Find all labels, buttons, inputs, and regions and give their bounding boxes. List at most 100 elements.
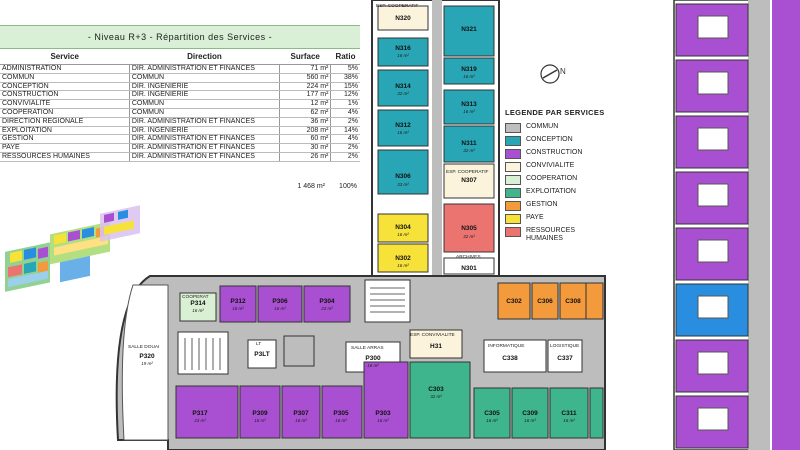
label-n304: N304 xyxy=(395,224,411,231)
legend-item: RESSOURCES HUMAINES xyxy=(505,227,625,242)
label-logistique: LOGISTIQUE xyxy=(550,343,579,349)
cell-ratio: 2% xyxy=(330,143,360,153)
room-p307 xyxy=(281,385,321,439)
label-c308: C308 xyxy=(565,298,581,305)
table-header-row: Service Direction Surface Ratio xyxy=(0,49,360,65)
table-title: - Niveau R+3 - Répartition des Services … xyxy=(0,25,360,49)
room-green-extra xyxy=(589,387,604,439)
room-c303 xyxy=(409,361,471,439)
cell-ratio: 4% xyxy=(330,108,360,118)
desk-icon xyxy=(697,71,729,95)
services-table: Service Direction Surface Ratio ADMINIST… xyxy=(0,49,360,162)
room-p312 xyxy=(219,285,257,323)
label-lt: LT xyxy=(256,341,261,347)
cell-service: COMMUN xyxy=(0,73,130,83)
sanitary-block xyxy=(283,335,315,367)
desk-icon xyxy=(697,295,729,319)
room-c309 xyxy=(511,387,549,439)
desk-icon xyxy=(697,127,729,151)
label-c338: C338 xyxy=(502,355,518,362)
desk-icon xyxy=(697,351,729,375)
room-c306 xyxy=(531,282,559,320)
north-arrow-icon: N xyxy=(540,64,566,84)
cell-direction: DIR. INGENIERIE xyxy=(129,126,280,136)
right-plan-corridor xyxy=(748,0,770,450)
cell-direction: DIR. INGENIERIE xyxy=(129,90,280,101)
legend-item: PAYE xyxy=(505,214,625,227)
cell-surface: 177 m² xyxy=(279,90,332,101)
cell-surface: 208 m² xyxy=(279,126,332,136)
cell-service: CONSTRUCTION xyxy=(0,90,130,101)
room-n302 xyxy=(377,243,429,273)
area-p312: 16 m² xyxy=(232,306,244,311)
header-surface: Surface xyxy=(279,49,331,65)
legend-label: EXPLOITATION xyxy=(526,188,576,195)
area-p305: 16 m² xyxy=(335,418,347,423)
label-c303: C303 xyxy=(428,386,444,393)
salle-douai-area xyxy=(121,284,169,441)
room-n306 xyxy=(377,149,429,195)
legend-label: RESSOURCES HUMAINES xyxy=(526,227,576,242)
legend-swatch xyxy=(505,188,521,198)
cell-ratio: 38% xyxy=(330,73,360,83)
room-c338 xyxy=(483,339,547,373)
legend-label: CONCEPTION xyxy=(526,136,573,143)
cell-direction: DIR. ADMINISTRATION ET FINANCES xyxy=(129,64,280,74)
legend-label: CONSTRUCTION xyxy=(526,149,583,156)
room-c305 xyxy=(473,387,511,439)
label-p312: P312 xyxy=(230,298,246,305)
legend-swatch xyxy=(505,136,521,146)
cell-service: PAYE xyxy=(0,143,130,153)
cell-service: CONCEPTION xyxy=(0,82,130,92)
building-3d-thumbnail xyxy=(5,205,140,292)
cell-service: GESTION xyxy=(0,134,130,145)
area-n306: 33 m² xyxy=(397,182,409,187)
stair-treads-north xyxy=(370,287,405,313)
legend-item: COMMUN xyxy=(505,123,625,136)
area-n313: 16 m² xyxy=(463,109,475,114)
cell-ratio: 12% xyxy=(330,90,360,101)
cell-surface: 36 m² xyxy=(279,117,332,127)
services-table-panel: - Niveau R+3 - Répartition des Services … xyxy=(0,25,360,162)
legend-item: COOPERATION xyxy=(505,175,625,188)
cell-direction: DIR. ADMINISTRATION ET FINANCES xyxy=(129,134,280,145)
label-c337: C337 xyxy=(557,355,573,362)
label-informatique: INFORMATIQUE xyxy=(488,343,524,349)
legend-swatch xyxy=(505,123,521,133)
room-n313 xyxy=(443,89,495,125)
area-c311: 16 m² xyxy=(563,418,575,423)
label-c306: C306 xyxy=(537,298,553,305)
label-p314: P314 xyxy=(190,300,206,307)
room-p306 xyxy=(257,285,303,323)
legend-item: CONSTRUCTION xyxy=(505,149,625,162)
label-n312: N312 xyxy=(395,122,411,129)
label-salle-douai: SALLE DOUAI xyxy=(128,344,159,350)
label-n316: N316 xyxy=(395,45,411,52)
room-n316 xyxy=(377,37,429,67)
tower-corridor xyxy=(432,0,442,292)
total-ratio: 100% xyxy=(339,183,357,190)
label-p307: P307 xyxy=(293,410,309,417)
header-service: Service xyxy=(0,49,130,65)
label-archives: ARCHIVES xyxy=(456,254,481,260)
total-surface: 1 468 m² xyxy=(297,183,325,190)
label-n314: N314 xyxy=(395,83,411,90)
legend-item: GESTION xyxy=(505,201,625,214)
label-n311: N311 xyxy=(461,140,477,147)
area-n304: 16 m² xyxy=(397,232,409,237)
room-c302 xyxy=(497,282,531,320)
area-p300: 16 m² xyxy=(367,363,379,368)
cell-surface: 26 m² xyxy=(279,152,332,162)
legend-item: CONCEPTION xyxy=(505,136,625,149)
cell-direction: DIR. ADMINISTRATION ET FINANCES xyxy=(129,152,280,162)
area-n316: 16 m² xyxy=(397,53,409,58)
legend-label: COMMUN xyxy=(526,123,559,130)
